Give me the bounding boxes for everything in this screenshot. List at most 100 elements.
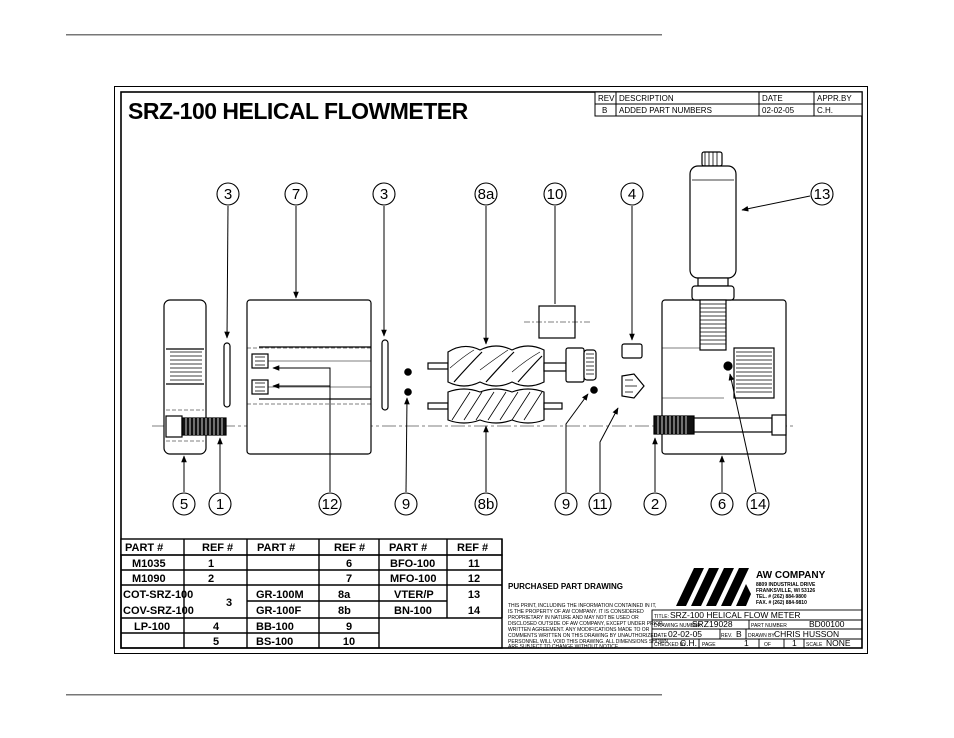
table-cell: 13 <box>468 589 480 601</box>
bearing-ball-3 <box>590 386 598 394</box>
svg-text:4: 4 <box>628 186 636 203</box>
table-cell: 10 <box>343 636 355 648</box>
balloon-10: 10 <box>543 182 567 206</box>
company-logo <box>676 568 751 606</box>
balloon-5: 5 <box>172 492 196 516</box>
table-row: BN-100 <box>394 605 432 617</box>
table-header-part-1: PART # <box>125 542 163 554</box>
table-cell: 5 <box>213 636 219 648</box>
plug-part-4 <box>621 343 643 359</box>
svg-text:2: 2 <box>651 496 659 513</box>
balloon-12: 12 <box>318 492 342 516</box>
table-cell: 11 <box>468 558 480 570</box>
table-header-part-2: PART # <box>257 542 295 554</box>
rev-value: B <box>602 106 607 115</box>
table-cell: 14 <box>468 605 481 617</box>
of-value: 1 <box>792 638 797 648</box>
table-header-part-3: PART # <box>389 542 427 554</box>
drawing-number-label: DRAWING NUMBER <box>654 623 701 629</box>
o-ring-left <box>223 342 231 408</box>
table-row: COT-SRZ-100 <box>123 589 193 601</box>
company-name: AW COMPANY <box>756 570 826 581</box>
scale-value: NONE <box>826 638 851 648</box>
exploded-assembly-view <box>152 151 796 455</box>
table-row: M1090 <box>132 573 166 585</box>
balloon-9-left: 9 <box>394 492 418 516</box>
part-number-value: BD00100 <box>809 619 845 629</box>
revision-block: REV DESCRIPTION DATE APPR.BY B ADDED PAR… <box>594 91 863 117</box>
svg-text:11: 11 <box>592 496 608 513</box>
balloon-3-right: 3 <box>372 182 396 206</box>
table-row: GR-100M <box>256 589 304 601</box>
checked-by-label: CHECKED BY <box>654 642 687 648</box>
title-value: SRZ-100 HELICAL FLOW METER <box>670 610 801 620</box>
table-header-ref-1: REF # <box>202 542 233 554</box>
drawing-title: SRZ-100 HELICAL FLOWMETER <box>128 98 469 124</box>
table-cell: 1 <box>208 558 214 570</box>
table-row: BS-100 <box>256 636 293 648</box>
rev-value-tb: B <box>736 629 742 639</box>
fitting-part-11 <box>621 373 645 399</box>
engineering-drawing: SRZ-100 HELICAL FLOWMETER REV DESCRIPTIO… <box>114 86 868 654</box>
description-value: ADDED PART NUMBERS <box>619 106 712 115</box>
date-value: 02-02-05 <box>668 629 702 639</box>
table-row: MFO-100 <box>390 573 436 585</box>
spacer-part-10 <box>524 305 590 339</box>
svg-text:8a: 8a <box>478 186 495 203</box>
approved-by-header: APPR.BY <box>817 94 852 103</box>
scale-label: SCALE <box>806 642 823 648</box>
proprietary-notice: THIS PRINT, INCLUDING THE INFORMATION CO… <box>508 603 668 650</box>
table-row: GR-100F <box>256 605 302 617</box>
sheet-outer-border <box>114 86 868 654</box>
table-row: COV-SRZ-100 <box>123 605 194 617</box>
bottom-rule <box>66 694 662 696</box>
helical-gear-top <box>427 345 597 387</box>
balloon-3-left: 3 <box>216 182 240 206</box>
svg-text:9: 9 <box>402 496 410 513</box>
callout-leaders <box>181 195 811 493</box>
balloon-8a: 8a <box>474 182 498 206</box>
svg-text:ARE SUBJECT TO CHANGE WITHOUT: ARE SUBJECT TO CHANGE WITHOUT NOTICE. <box>508 644 620 650</box>
svg-text:8b: 8b <box>478 496 495 513</box>
svg-text:5: 5 <box>180 496 188 513</box>
table-cell: 6 <box>346 558 352 570</box>
svg-text:6: 6 <box>718 496 726 513</box>
drawn-by-value: CHRIS HUSSON <box>774 629 839 639</box>
balloon-8b: 8b <box>474 492 498 516</box>
top-rule <box>66 34 662 36</box>
table-cell: 8a <box>338 589 351 601</box>
parts-table: PART # REF # PART # REF # PART # REF # M… <box>120 538 503 649</box>
table-cell: 2 <box>208 573 214 585</box>
helical-gear-bottom <box>427 388 563 424</box>
svg-text:3: 3 <box>224 186 232 203</box>
right-end-block <box>653 299 787 455</box>
page-value: 1 <box>744 638 749 648</box>
balloon-7: 7 <box>284 182 308 206</box>
svg-text:WRITTEN AGREEMENT. ANY MODIFIC: WRITTEN AGREEMENT. ANY MODIFICATIONS MAD… <box>508 627 650 633</box>
svg-text:7: 7 <box>292 186 300 203</box>
bolt-part-1 <box>165 415 227 438</box>
table-header-ref-3: REF # <box>457 542 488 554</box>
svg-text:9: 9 <box>562 496 570 513</box>
bearing-ball-1 <box>404 368 412 376</box>
table-row: BB-100 <box>256 621 294 633</box>
table-row: BFO-100 <box>390 558 435 570</box>
callout-balloons: 3 7 3 8a 10 4 13 5 1 12 9 8b 9 11 2 6 14 <box>172 182 834 516</box>
date-header: DATE <box>762 94 783 103</box>
part-number-label: PART NUMBER <box>751 623 787 629</box>
table-cell: 3 <box>226 597 232 609</box>
table-cell: 9 <box>346 621 352 633</box>
svg-text:DISCLOSED OUTSIDE OF AW COMPAN: DISCLOSED OUTSIDE OF AW COMPANY, EXCEPT … <box>508 621 663 627</box>
table-row: VTER/P <box>394 589 434 601</box>
sensor-part-13 <box>689 151 737 351</box>
balloon-4: 4 <box>620 182 644 206</box>
balloon-14: 14 <box>746 492 770 516</box>
svg-text:3: 3 <box>380 186 388 203</box>
bearing-ball-2 <box>404 388 412 396</box>
svg-text:1: 1 <box>216 496 224 513</box>
svg-text:10: 10 <box>547 186 564 203</box>
date-value: 02-02-05 <box>762 106 795 115</box>
date-label: DATE <box>654 633 668 639</box>
main-body <box>246 299 372 455</box>
of-label: OF <box>764 642 771 648</box>
